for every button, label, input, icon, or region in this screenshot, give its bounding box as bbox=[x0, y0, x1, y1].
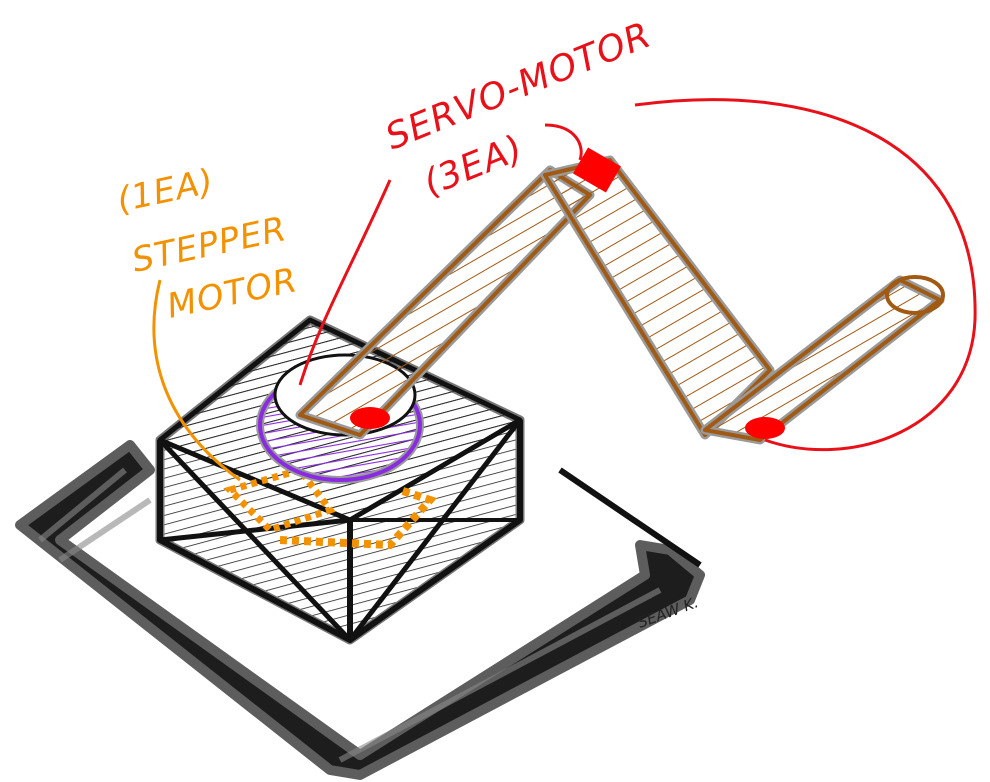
servo-title-line1: SERVO-MOTOR bbox=[380, 15, 657, 159]
servo-leader-line-elbow bbox=[545, 125, 581, 160]
stepper-count-label: (1EA) bbox=[114, 161, 218, 220]
servo-joint-base bbox=[350, 407, 390, 429]
servo-joint-wrist bbox=[745, 417, 785, 439]
arm-link-middle bbox=[545, 160, 770, 435]
